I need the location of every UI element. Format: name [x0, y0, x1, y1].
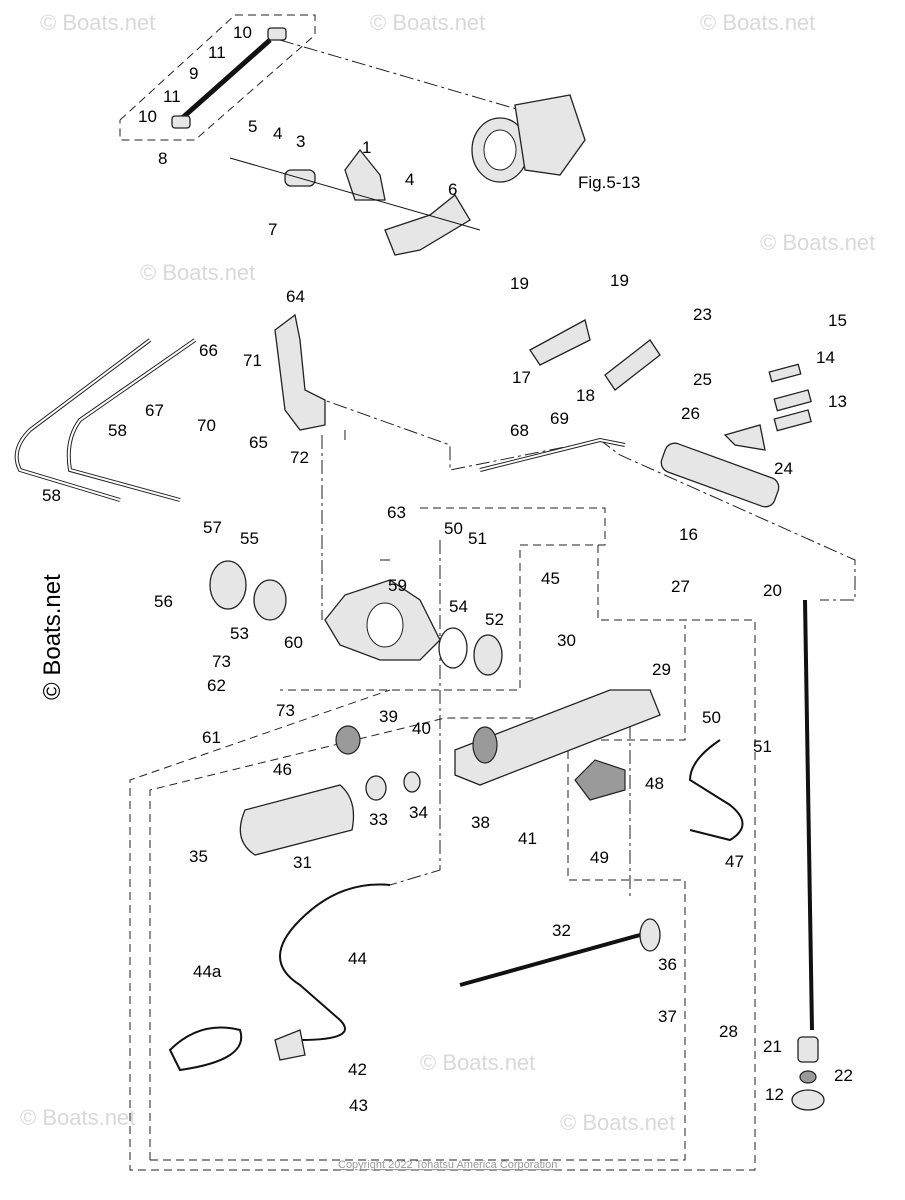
- callout-11: 11: [208, 43, 226, 62]
- callout-26: 26: [681, 404, 700, 423]
- callout-1: 1: [362, 138, 371, 157]
- callout-59: 59: [388, 576, 407, 595]
- callout-10: 10: [138, 107, 157, 126]
- callout-4: 4: [405, 170, 414, 189]
- callout-69: 69: [550, 409, 569, 428]
- watermark: © Boats.net: [40, 10, 155, 35]
- callout-58: 58: [42, 486, 61, 505]
- callout-4: 4: [273, 124, 282, 143]
- callout-64: 64: [286, 287, 305, 306]
- parts: [14, 27, 825, 1111]
- callout-54: 54: [449, 597, 468, 616]
- callout-41: 41: [518, 829, 537, 848]
- callout-71: 71: [243, 351, 262, 370]
- callout-47: 47: [725, 852, 744, 871]
- callout-65: 65: [249, 433, 268, 452]
- callout-8: 8: [158, 149, 167, 168]
- callout-25: 25: [693, 370, 712, 389]
- callout-56: 56: [154, 592, 173, 611]
- callout-13: 13: [828, 392, 847, 411]
- callout-36: 36: [658, 955, 677, 974]
- callout-39: 39: [379, 707, 398, 726]
- watermark-vertical: © Boats.net: [39, 574, 66, 700]
- watermark: © Boats.net: [700, 10, 815, 35]
- callout-60: 60: [284, 633, 303, 652]
- callout-28: 28: [719, 1022, 738, 1041]
- callout-29: 29: [652, 660, 671, 679]
- callout-50: 50: [444, 519, 463, 538]
- callout-16: 16: [679, 525, 698, 544]
- callout-46: 46: [273, 760, 292, 779]
- callout-12: 12: [765, 1085, 784, 1104]
- callout-73: 73: [276, 701, 295, 720]
- callout-22: 22: [834, 1066, 853, 1085]
- callout-30: 30: [557, 631, 576, 650]
- callout-58: 58: [108, 421, 127, 440]
- callout-9: 9: [189, 64, 198, 83]
- callout-67: 67: [145, 401, 164, 420]
- callout-32: 32: [552, 921, 571, 940]
- copyright: Copyright 2022 Tohatsu America Corporati…: [338, 1159, 557, 1171]
- callout-6: 6: [448, 180, 457, 199]
- callout-10: 10: [233, 23, 252, 42]
- callout-70: 70: [197, 416, 216, 435]
- figure-reference: Fig.5-13: [578, 173, 640, 192]
- callout-50: 50: [702, 708, 721, 727]
- callout-49: 49: [590, 848, 609, 867]
- callout-31: 31: [293, 853, 312, 872]
- callout-48: 48: [645, 774, 664, 793]
- callout-23: 23: [693, 305, 712, 324]
- callout-53: 53: [230, 624, 249, 643]
- watermark: © Boats.net: [140, 260, 255, 285]
- callout-38: 38: [471, 813, 490, 832]
- callout-14: 14: [816, 348, 835, 367]
- watermark: © Boats.net: [420, 1050, 535, 1075]
- watermark: © Boats.net: [370, 10, 485, 35]
- callout-37: 37: [658, 1007, 677, 1026]
- callout-73: 73: [212, 652, 231, 671]
- callout-44: 44: [348, 949, 367, 968]
- callout-55: 55: [240, 529, 259, 548]
- callout-44a: 44a: [193, 962, 222, 981]
- callout-17: 17: [512, 368, 531, 387]
- callout-27: 27: [671, 577, 690, 596]
- callout-34: 34: [409, 803, 428, 822]
- callout-42: 42: [348, 1060, 367, 1079]
- callout-62: 62: [207, 676, 226, 695]
- callout-35: 35: [189, 847, 208, 866]
- watermarks: © Boats.net © Boats.net © Boats.net © Bo…: [20, 10, 875, 1135]
- callout-57: 57: [203, 518, 222, 537]
- callout-40: 40: [412, 719, 431, 738]
- callout-68: 68: [510, 421, 529, 440]
- callout-5: 5: [248, 117, 257, 136]
- callout-19: 19: [610, 271, 629, 290]
- callout-63: 63: [387, 503, 406, 522]
- callout-66: 66: [199, 341, 218, 360]
- watermark: © Boats.net: [760, 230, 875, 255]
- callout-11: 11: [163, 87, 181, 106]
- callout-45: 45: [541, 569, 560, 588]
- callout-7: 7: [268, 220, 277, 239]
- callout-20: 20: [763, 581, 782, 600]
- callout-21: 21: [763, 1037, 782, 1056]
- callout-61: 61: [202, 728, 221, 747]
- callout-18: 18: [576, 386, 595, 405]
- callout-51: 51: [753, 737, 772, 756]
- callout-33: 33: [369, 810, 388, 829]
- callout-51: 51: [468, 529, 487, 548]
- callout-72: 72: [290, 448, 309, 467]
- callout-24: 24: [774, 459, 793, 478]
- callout-43: 43: [349, 1096, 368, 1115]
- callout-3: 3: [296, 132, 305, 151]
- watermark: © Boats.net: [560, 1110, 675, 1135]
- watermark: © Boats.net: [20, 1105, 135, 1130]
- callout-52: 52: [485, 610, 504, 629]
- callout-19: 19: [510, 274, 529, 293]
- callout-15: 15: [828, 311, 847, 330]
